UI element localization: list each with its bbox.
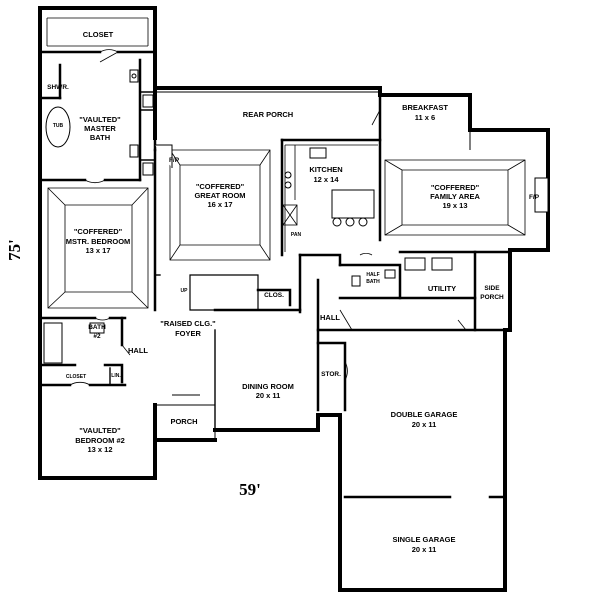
breakfast-label-2: 11 x 6 <box>415 113 435 122</box>
rear-porch <box>154 88 471 150</box>
linen-label: LIN. <box>111 373 121 379</box>
bedroom-2-label-2: BEDROOM #2 <box>75 436 125 445</box>
side-porch-label-2: PORCH <box>480 294 504 301</box>
great-room-label-3: 16 x 17 <box>207 200 232 209</box>
tub-label: TUB <box>53 123 64 129</box>
fixtures <box>38 17 549 411</box>
rear-porch-label: REAR PORCH <box>243 110 293 119</box>
closet-bedroom2-label: CLOSET <box>66 374 86 380</box>
bedroom-2-label-3: 13 x 12 <box>87 445 112 454</box>
double-garage-label-2: 20 x 11 <box>412 420 437 429</box>
foyer-label-1: "RAISED CLG." <box>160 319 216 328</box>
overall-dimensions: 59' 75' <box>5 239 261 499</box>
interior-walls <box>38 50 512 499</box>
single-garage-label-2: 20 x 11 <box>412 545 437 554</box>
family-area-label-2: FAMILY AREA <box>430 192 480 201</box>
room-labels: CLOSET SHWR. TUB "VAULTED" MASTER BATH R… <box>47 30 540 554</box>
closet-small-foyer-label: CLOS. <box>264 292 284 299</box>
breakfast-label-1: BREAKFAST <box>402 103 448 112</box>
great-room-label-2: GREAT ROOM <box>194 191 245 200</box>
front-porch-label: PORCH <box>170 417 197 426</box>
half-bath-label-2: BATH <box>366 279 380 285</box>
bath-2-label-1: BATH <box>88 324 106 331</box>
hall-left-label: HALL <box>128 346 148 355</box>
closet-label: CLOSET <box>83 30 114 39</box>
dining-room-label-1: DINING ROOM <box>242 382 294 391</box>
width-dimension: 59' <box>239 480 261 499</box>
great-room-fireplace-label: F/P <box>169 157 180 164</box>
single-garage-label-1: SINGLE GARAGE <box>393 535 456 544</box>
family-fireplace-label: F/P <box>529 194 540 201</box>
kitchen-label-1: KITCHEN <box>309 165 342 174</box>
stair-up-label: UP <box>181 288 189 294</box>
foyer-label-2: FOYER <box>175 329 201 338</box>
coffered-ceilings <box>47 149 526 309</box>
master-bath-label-1: "VAULTED" <box>79 115 121 124</box>
bath-2-label-2: #2 <box>93 333 101 340</box>
shower-label: SHWR. <box>47 84 69 91</box>
bedroom-2-label-1: "VAULTED" <box>79 426 121 435</box>
family-area-label-3: 19 x 13 <box>442 201 467 210</box>
dining-room-label-2: 20 x 11 <box>256 391 281 400</box>
utility-label: UTILITY <box>428 284 456 293</box>
door-swings <box>69 49 467 386</box>
master-bath-label-2: MASTER <box>84 124 116 133</box>
great-room-label-1: "COFFERED" <box>196 182 245 191</box>
master-bath-label-3: BATH <box>90 133 110 142</box>
half-bath-label-1: HALF <box>366 272 379 278</box>
front-porch <box>155 394 216 440</box>
master-bedroom-label-3: 13 x 17 <box>85 246 110 255</box>
kitchen-label-2: 12 x 14 <box>313 175 339 184</box>
depth-dimension: 75' <box>5 239 24 261</box>
double-garage-label-1: DOUBLE GARAGE <box>391 410 458 419</box>
hall-right-label: HALL <box>320 313 340 322</box>
master-bedroom-label-2: MSTR. BEDROOM <box>66 237 131 246</box>
storage-label: STOR. <box>321 371 341 378</box>
side-porch-label-1: SIDE <box>484 285 500 292</box>
master-bedroom-label-1: "COFFERED" <box>74 227 123 236</box>
family-area-label-1: "COFFERED" <box>431 183 480 192</box>
pantry-label: PAN <box>291 232 302 238</box>
